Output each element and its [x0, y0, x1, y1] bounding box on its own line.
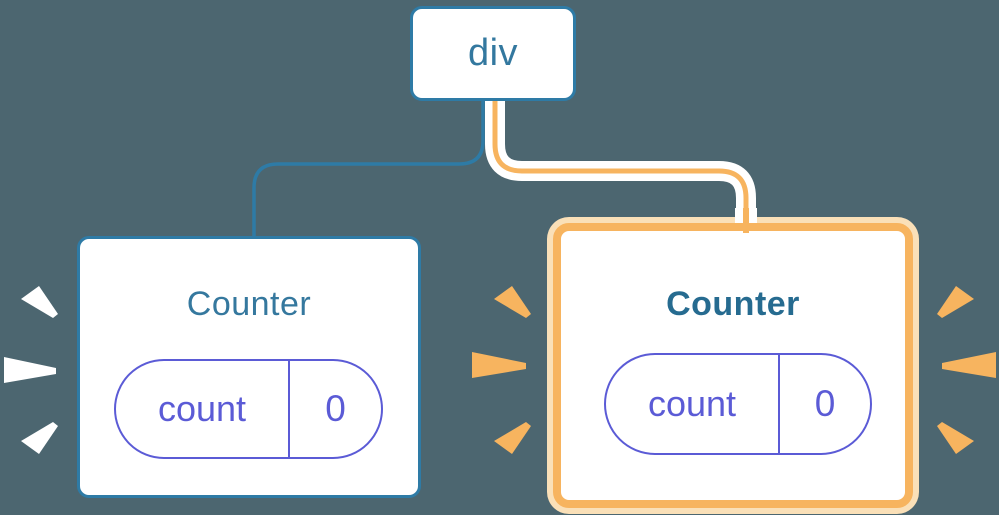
root-node-label: div: [467, 32, 519, 74]
counter-card-left: Counter count 0: [77, 236, 421, 498]
ray-icon: [4, 357, 56, 383]
state-pill: count 0: [604, 353, 872, 455]
connector-notch-core: [743, 208, 749, 233]
ray-icon: [472, 352, 526, 378]
counter-title: Counter: [666, 285, 800, 323]
root-node-div: div: [410, 6, 576, 101]
connector-left-blue: [252, 99, 485, 237]
counter-card-right-highlighted: Counter count 0: [553, 223, 913, 508]
ray-icon: [937, 422, 974, 454]
connector-right-orange: [492, 99, 749, 222]
ray-icon: [21, 286, 58, 318]
ray-icon: [21, 422, 58, 454]
connector-right-casing: [485, 99, 756, 222]
state-pill: count 0: [114, 359, 383, 459]
state-key: count: [116, 361, 290, 457]
state-value: 0: [325, 388, 346, 429]
ray-icon: [494, 422, 531, 454]
burst-rays-right-counter-right: [937, 286, 996, 454]
ray-icon: [494, 286, 531, 318]
state-value: 0: [814, 383, 836, 424]
ray-icon: [942, 352, 996, 378]
burst-rays-left-counter: [4, 286, 58, 454]
counter-title: Counter: [186, 285, 312, 323]
burst-rays-right-counter-left: [472, 286, 531, 454]
state-key: count: [606, 355, 780, 453]
ray-icon: [937, 286, 974, 318]
